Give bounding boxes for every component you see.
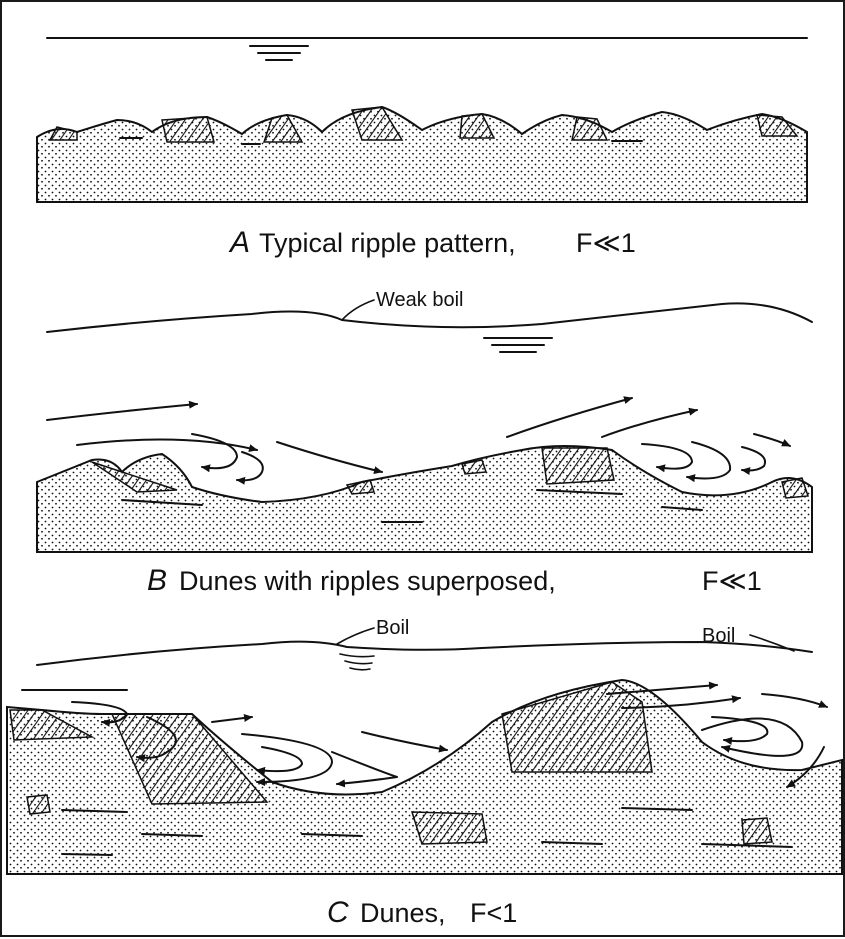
- panel-a-letter: A: [228, 226, 250, 259]
- panel-a-froude: F≪1: [576, 228, 636, 258]
- panel-a: A Typical ripple pattern, F≪1: [37, 38, 807, 259]
- panel-b-caption: Dunes with ripples superposed,: [179, 566, 556, 596]
- boil-label-2: Boil: [702, 625, 735, 647]
- panel-c-froude: F<1: [470, 898, 517, 928]
- weak-boil-leader: [342, 300, 374, 320]
- boil-leader-2: [750, 635, 794, 651]
- water-surface-c: [37, 642, 812, 665]
- boil-leader-1: [337, 628, 374, 644]
- boil-label-1: Boil: [376, 617, 409, 639]
- panel-a-caption: Typical ripple pattern,: [259, 228, 516, 258]
- panel-b-froude: F≪1: [702, 566, 762, 596]
- water-level-symbol-a: [250, 46, 308, 60]
- panel-c-caption: Dunes,: [360, 898, 446, 928]
- panel-c-letter: C: [327, 896, 349, 929]
- water-level-symbol-b: [484, 338, 552, 352]
- weak-boil-label: Weak boil: [376, 289, 463, 311]
- water-level-symbol-c: [340, 654, 374, 670]
- sand-bed-a: [37, 107, 807, 202]
- panel-c: Boil Boil: [7, 617, 842, 929]
- panel-b: Weak boil: [37, 289, 812, 597]
- sand-bed-b: [37, 446, 812, 552]
- panel-b-letter: B: [147, 564, 167, 597]
